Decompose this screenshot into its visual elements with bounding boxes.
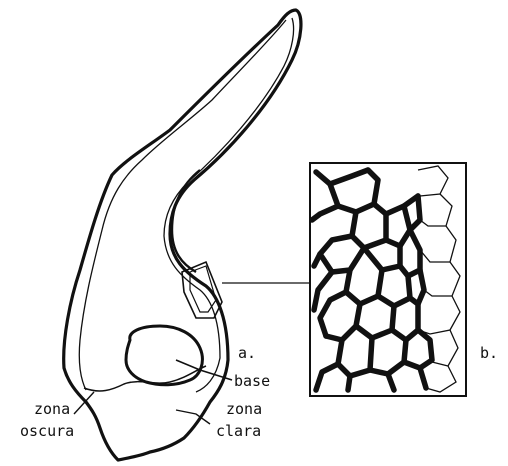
label-zona-clara-line2: clara	[216, 422, 261, 440]
label-b: b.	[480, 344, 498, 362]
label-zona-oscura-line2: oscura	[20, 422, 74, 440]
label-zona-oscura-line1: zona	[34, 400, 70, 418]
sample-window	[182, 262, 222, 318]
base-region	[126, 326, 202, 385]
label-base: base	[234, 372, 270, 390]
sample-window-inner	[190, 266, 216, 312]
label-zona-clara-line1: zona	[226, 400, 262, 418]
zone-boundary	[84, 366, 206, 391]
scale-outer-outline	[64, 10, 301, 460]
label-a: a.	[238, 344, 256, 362]
scale-inner-outline	[79, 18, 293, 392]
